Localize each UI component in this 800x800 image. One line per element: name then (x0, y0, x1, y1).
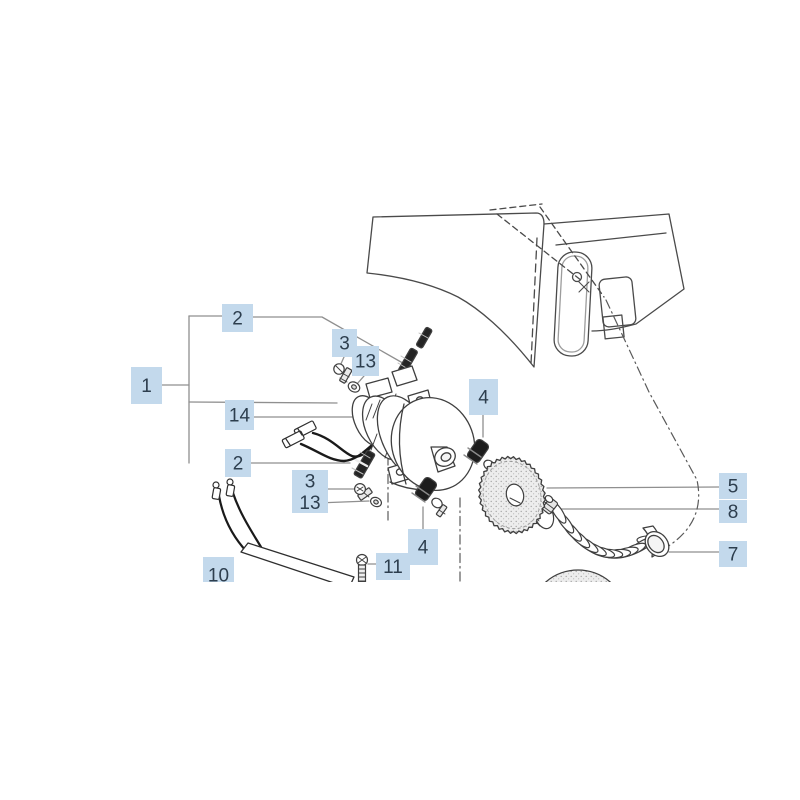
drill-point-cross (578, 281, 590, 293)
wire-ring-terminals (211, 478, 236, 500)
part-callout-14: 14 (225, 400, 254, 430)
motor-lead-wires (299, 431, 377, 463)
mounting-stud-bottom (351, 449, 376, 479)
part-callout-8: 8 (719, 500, 747, 523)
callout-box (352, 346, 379, 376)
bracket-hole (571, 271, 583, 283)
part-callout-5: 5 (719, 473, 747, 499)
part-callout-13: 13 (352, 346, 379, 376)
part-callout-4: 4 (469, 379, 498, 415)
disc-edge-texture (482, 460, 542, 530)
callout-number: 5 (728, 477, 739, 498)
callout-box (131, 367, 162, 404)
fan-dome-rim (398, 403, 407, 485)
power-wires-10 (217, 491, 263, 554)
disc-center-hole (505, 483, 525, 507)
reference-dashdot-lines (387, 299, 700, 582)
part-callout-2: 2 (225, 449, 251, 477)
hub-bore (440, 452, 452, 462)
mount-bracket (553, 251, 593, 357)
leader-line (188, 401, 338, 404)
mount-tab-right (391, 365, 418, 387)
housing-recess (598, 276, 637, 328)
callout-box (719, 473, 747, 499)
callout-box (469, 379, 498, 415)
callout-box (222, 304, 253, 332)
disc-hole-shading (509, 497, 521, 504)
leader-line (546, 486, 720, 489)
hose-end-cuff (642, 525, 670, 558)
part-callout-4: 4 (408, 529, 438, 565)
part-callout-1: 1 (131, 367, 162, 404)
leader-line (252, 316, 409, 367)
leader-line (356, 375, 365, 385)
projection-dashed-lines (489, 203, 605, 298)
callout-number: 7 (728, 545, 739, 566)
part-callout-7: 7 (719, 541, 747, 567)
washer-13-lower (369, 496, 383, 508)
part-callout-2: 2 (222, 304, 253, 332)
callout-number: 13 (355, 352, 376, 373)
callout-number: 1 (141, 376, 152, 397)
machine-housing-outline (366, 203, 685, 368)
housing-outlet-notch (602, 314, 625, 340)
callout-box (225, 400, 254, 430)
callout-number: 3 (305, 472, 316, 493)
callout-number: 11 (383, 557, 403, 578)
callout-box (203, 557, 234, 582)
housing-front-face (366, 212, 545, 368)
lower-housing-partial (544, 569, 612, 582)
callout-number: 4 (418, 538, 429, 559)
housing-lid-seam (555, 232, 667, 246)
wire-connectors (281, 420, 317, 449)
fan-dome (390, 397, 476, 491)
callout-number: 8 (728, 502, 739, 523)
motor-assembly (351, 326, 476, 491)
callout-box (292, 492, 328, 513)
callout-box (376, 553, 410, 580)
grommet-4-lower (411, 476, 448, 518)
part-callout-11: 11 (376, 553, 410, 580)
callout-box (292, 470, 328, 492)
screw-3-lower (354, 483, 373, 501)
callout-box (719, 500, 747, 523)
callout-number: 13 (299, 493, 320, 514)
housing-hidden-edge (530, 237, 538, 365)
part-callout-13: 13 (292, 492, 328, 514)
part-callout-3: 3 (292, 470, 328, 493)
foam-disc-5 (477, 455, 547, 535)
callout-number: 3 (339, 334, 350, 355)
callout-number: 10 (208, 566, 229, 587)
callout-box (225, 449, 251, 477)
part-callout-10: 10 (203, 557, 234, 587)
mount-tab-left (365, 377, 393, 399)
callout-number: 2 (233, 454, 244, 475)
callout-box (408, 529, 438, 565)
callout-box (719, 541, 747, 567)
cord-sheath (240, 542, 355, 582)
mounting-stud-top (397, 326, 433, 375)
callout-number: 4 (478, 388, 489, 409)
callout-number: 2 (232, 309, 243, 330)
washer-13-upper (347, 381, 361, 393)
screw-11 (355, 553, 369, 582)
housing-lid-face (543, 213, 685, 332)
callout-number: 14 (229, 406, 251, 427)
screw-3-upper (333, 363, 353, 384)
